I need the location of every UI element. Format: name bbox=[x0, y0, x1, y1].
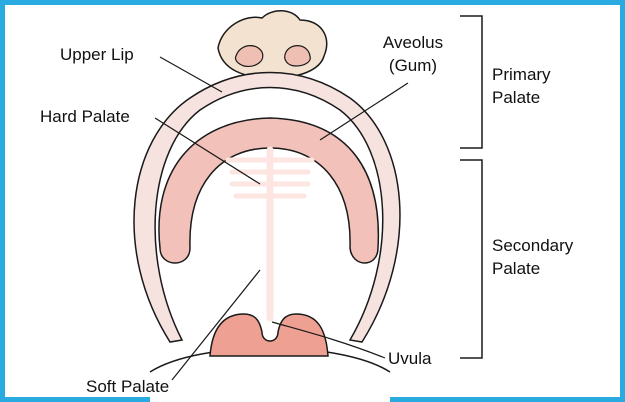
label-hard-palate: Hard Palate bbox=[40, 107, 130, 126]
label-upper-lip: Upper Lip bbox=[60, 45, 134, 64]
palatal-midline bbox=[228, 150, 312, 318]
label-primary-line1: Primary bbox=[492, 65, 551, 84]
label-primary-line2: Palate bbox=[492, 88, 540, 107]
right-nostril bbox=[285, 46, 311, 66]
nose bbox=[218, 11, 327, 78]
label-aveolus-line2: (Gum) bbox=[389, 56, 437, 75]
primary-bracket bbox=[460, 16, 482, 148]
label-aveolus-line1: Aveolus bbox=[383, 33, 443, 52]
brackets bbox=[460, 16, 482, 358]
secondary-bracket bbox=[460, 160, 482, 358]
leader-upper-lip bbox=[160, 57, 222, 92]
label-secondary-line1: Secondary bbox=[492, 236, 574, 255]
label-soft-palate: Soft Palate bbox=[86, 377, 169, 396]
label-secondary-line2: Palate bbox=[492, 259, 540, 278]
label-uvula: Uvula bbox=[388, 349, 432, 368]
